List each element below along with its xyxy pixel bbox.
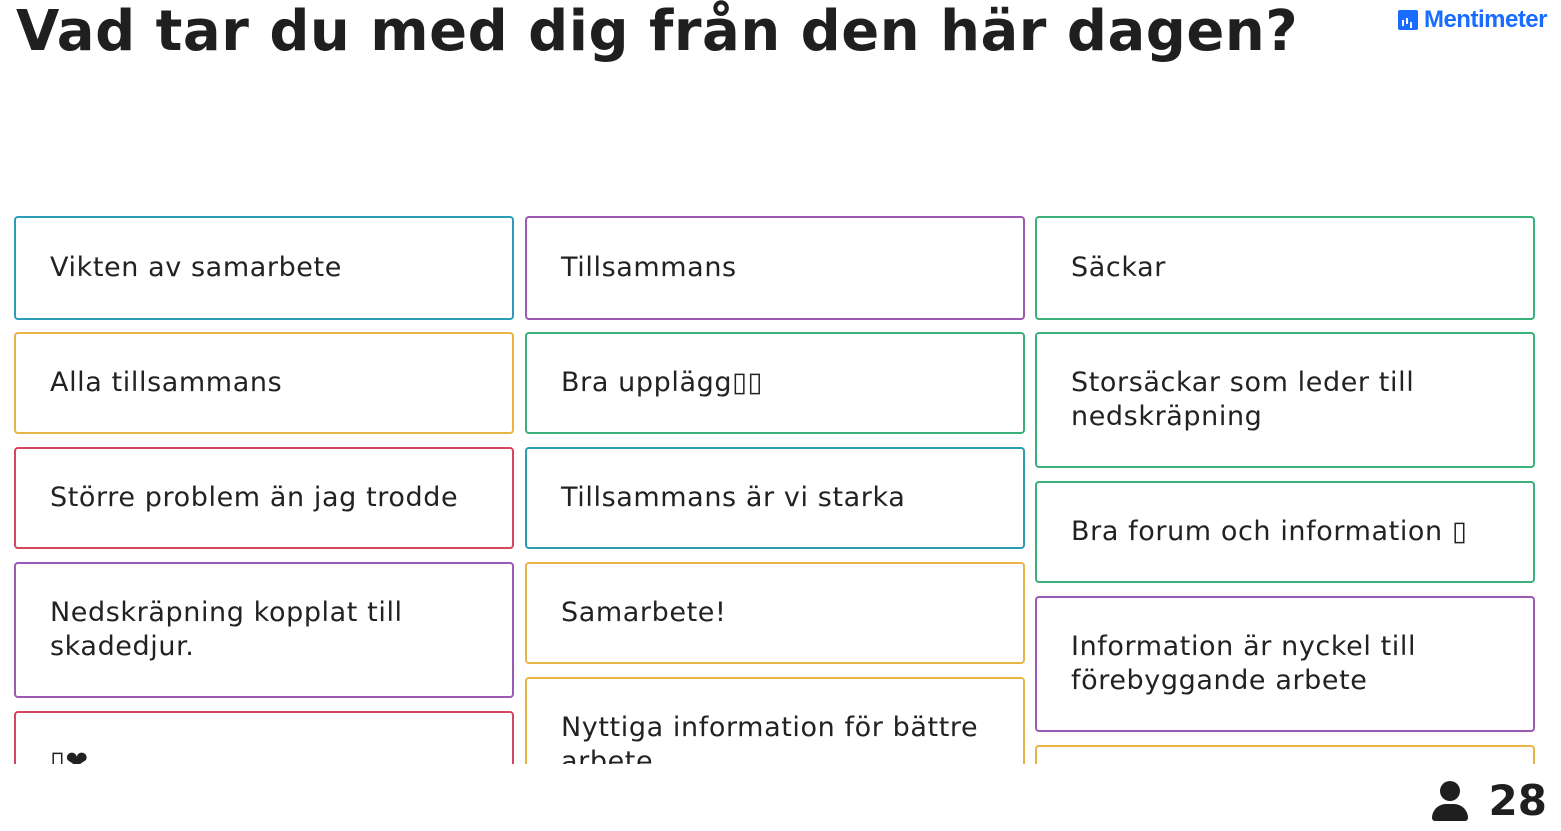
response-card: Nedskräpning kopplat till skadedjur. <box>14 562 514 698</box>
mentimeter-logo: Mentimeter <box>1397 6 1548 34</box>
response-card: Storsäckar som leder till nedskräpning <box>1035 332 1535 468</box>
response-text: Storsäckar som leder till nedskräpning <box>1071 367 1415 432</box>
user-icon <box>1431 781 1469 821</box>
response-card: ▯❤ <box>14 711 514 764</box>
response-card: Bra forum och information ▯ <box>1035 481 1535 583</box>
response-text: Tillsammans är vi starka <box>561 482 906 513</box>
response-card: Bra upplägg▯▯ <box>525 332 1025 434</box>
response-wall: Vikten av samarbete Alla tillsammans Stö… <box>14 216 1536 764</box>
response-text: Större problem än jag trodde <box>50 482 459 513</box>
response-text: Samarbete! <box>561 597 727 628</box>
response-text: Säckar <box>1071 252 1166 283</box>
logo-text: Mentimeter <box>1423 6 1548 33</box>
participant-counter: 28 <box>1431 777 1547 825</box>
response-card <box>1035 745 1535 764</box>
response-text: Bra upplägg▯▯ <box>561 367 763 398</box>
response-card: Alla tillsammans <box>14 332 514 434</box>
response-text: Nedskräpning kopplat till skadedjur. <box>50 597 403 662</box>
bar-chart-icon <box>1397 10 1418 30</box>
response-card: Större problem än jag trodde <box>14 447 514 549</box>
response-text: Information är nyckel till förebyggande … <box>1071 631 1417 696</box>
response-card: Nyttiga information för bättre arbete <box>525 677 1025 764</box>
response-card: Information är nyckel till förebyggande … <box>1035 596 1535 732</box>
question-title: Vad tar du med dig från den här dagen? <box>16 0 1299 64</box>
response-card: Samarbete! <box>525 562 1025 664</box>
response-card: Tillsammans är vi starka <box>525 447 1025 549</box>
participant-count: 28 <box>1488 776 1547 825</box>
response-text: ▯❤ <box>50 746 89 764</box>
response-card: Säckar <box>1035 216 1535 320</box>
response-card: Tillsammans <box>525 216 1025 320</box>
response-card: Vikten av samarbete <box>14 216 514 320</box>
response-text: Nyttiga information för bättre arbete <box>561 712 979 764</box>
response-text: Alla tillsammans <box>50 367 283 398</box>
response-text: Tillsammans <box>561 252 737 283</box>
response-text: Bra forum och information ▯ <box>1071 516 1468 547</box>
response-text: Vikten av samarbete <box>50 252 342 283</box>
